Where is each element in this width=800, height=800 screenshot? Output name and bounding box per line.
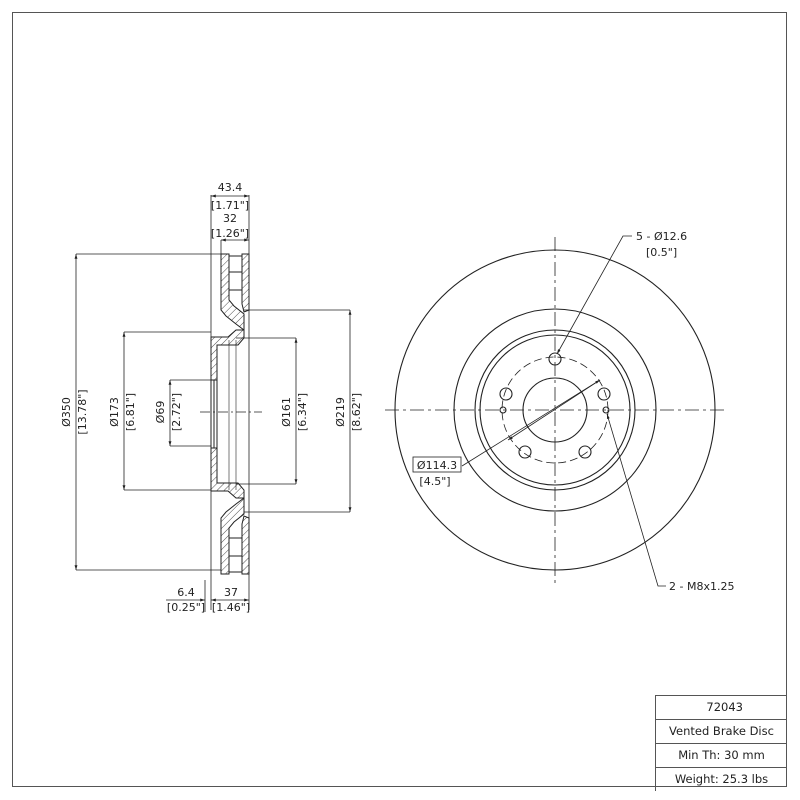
lug-hole <box>499 387 513 401</box>
svg-text:Ø219: Ø219 <box>334 397 347 427</box>
svg-text:[6.81"]: [6.81"] <box>124 393 137 431</box>
svg-text:Ø350: Ø350 <box>60 397 73 427</box>
part-description: Vented Brake Disc <box>656 720 787 744</box>
svg-text:[6.34"]: [6.34"] <box>296 393 309 431</box>
svg-text:[13.78"]: [13.78"] <box>76 389 89 434</box>
front-view-labels: 5 - Ø12.6 [0.5"] Ø114.3 [4.5"] 2 - M8x1.… <box>417 230 735 593</box>
bolt-circle <box>501 356 609 464</box>
svg-text:32: 32 <box>223 212 237 225</box>
side-view-section <box>200 195 262 610</box>
svg-text:37: 37 <box>224 586 238 599</box>
svg-text:[1.26"]: [1.26"] <box>211 227 249 240</box>
svg-text:2 - M8x1.25: 2 - M8x1.25 <box>669 580 734 593</box>
svg-text:[0.25"]: [0.25"] <box>167 601 205 614</box>
svg-text:Ø114.3: Ø114.3 <box>417 459 457 472</box>
svg-text:[8.62"]: [8.62"] <box>350 393 363 431</box>
lug-hole <box>518 445 532 459</box>
min-thickness: Min Th: 30 mm <box>656 744 787 768</box>
side-view-dimensions <box>74 194 352 612</box>
svg-text:43.4: 43.4 <box>218 181 243 194</box>
svg-text:Ø69: Ø69 <box>154 401 167 424</box>
weight: Weight: 25.3 lbs <box>674 772 769 786</box>
svg-text:6.4: 6.4 <box>177 586 195 599</box>
svg-text:[2.72"]: [2.72"] <box>170 393 183 431</box>
svg-text:5 - Ø12.6: 5 - Ø12.6 <box>636 230 687 243</box>
svg-text:[0.5"]: [0.5"] <box>646 246 677 259</box>
lug-hole <box>578 445 592 459</box>
lug-hole <box>597 387 611 401</box>
title-block: 72043 Vented Brake Disc Min Th: 30 mm We… <box>655 695 787 791</box>
part-number: 72043 <box>656 696 787 720</box>
svg-text:Ø161: Ø161 <box>280 397 293 427</box>
svg-text:[1.71"]: [1.71"] <box>211 199 249 212</box>
svg-text:[1.46"]: [1.46"] <box>212 601 250 614</box>
front-view-rotor <box>385 235 725 587</box>
svg-text:Ø173: Ø173 <box>108 397 121 427</box>
drawing-frame <box>12 12 787 787</box>
side-view-labels: 43.4 [1.71"] 32 [1.26"] Ø350 [13.78"] Ø1… <box>60 181 363 614</box>
svg-text:[4.5"]: [4.5"] <box>419 475 450 488</box>
